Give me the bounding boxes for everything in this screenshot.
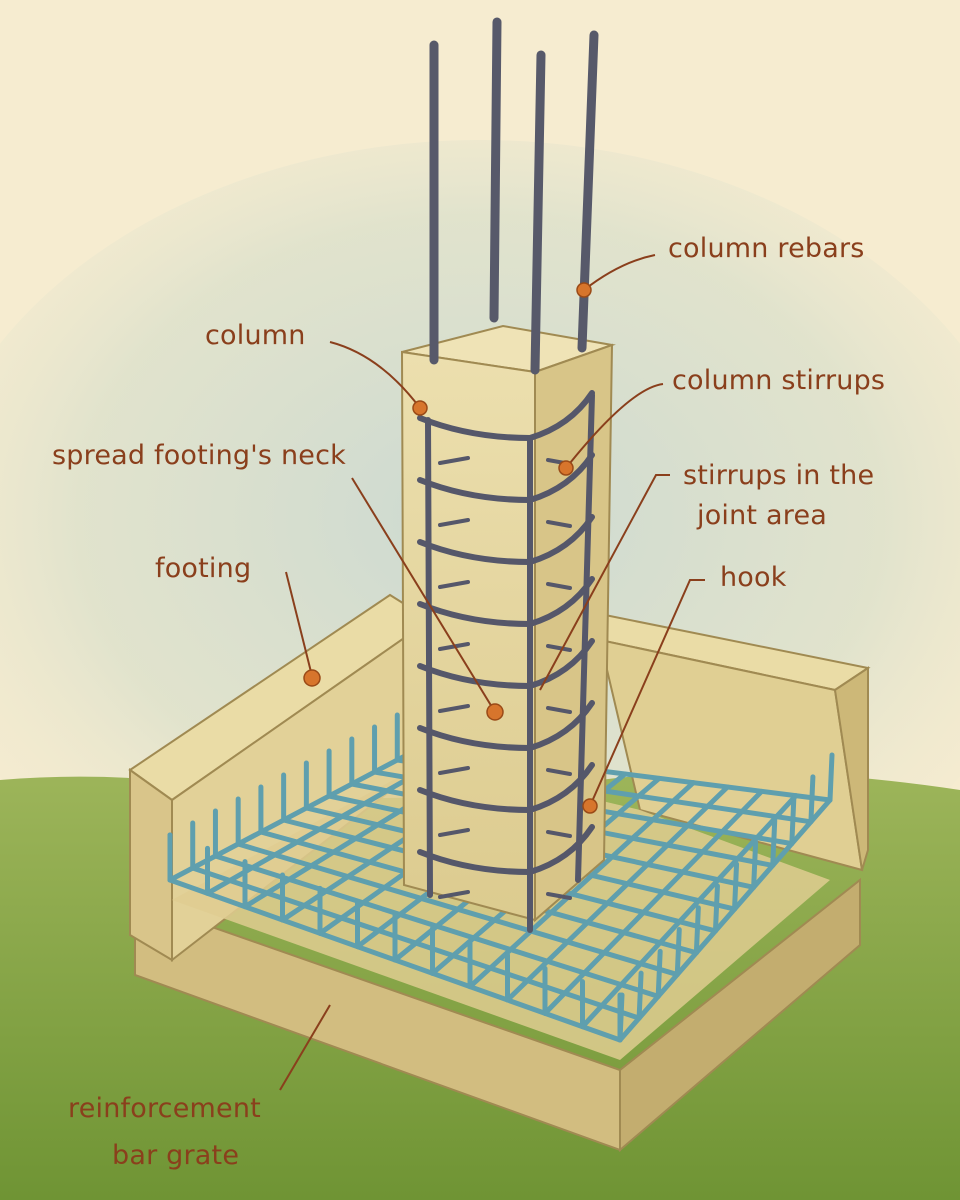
dot-spread-footing-neck (486, 703, 504, 721)
leader-column-rebars (583, 254, 656, 291)
stirrup (417, 700, 595, 752)
footing-left-wall-front (129, 768, 173, 962)
stirrup-hook (546, 644, 572, 652)
label-grate-line2: bar grate (112, 1140, 240, 1171)
grate-hook (732, 861, 740, 912)
column-rebars (429, 17, 599, 375)
leader-grate (279, 1004, 331, 1091)
grate-hook (770, 817, 778, 868)
footing-slab-side (619, 877, 861, 1153)
stirrup (417, 824, 595, 876)
stirrup-hook (438, 766, 470, 775)
grate-hook (789, 796, 797, 847)
dot-column-stirrups (558, 460, 574, 476)
dot-footing (303, 669, 321, 687)
stirrup-hook (438, 828, 470, 837)
leader-stirrups-joint (539, 474, 670, 691)
leader-footing (285, 571, 313, 677)
column-stirrups (417, 390, 595, 933)
cage-vertical (575, 392, 595, 883)
grate-bar (542, 788, 765, 1016)
rebar (530, 50, 546, 375)
grate-bar (167, 745, 423, 883)
stirrup-hook (438, 890, 470, 899)
concrete-column (400, 324, 616, 923)
stirrup (417, 576, 595, 628)
stirrup-hook (546, 582, 572, 590)
grate-hook (655, 948, 663, 999)
grate-bar (505, 784, 730, 1003)
grate-bar (617, 797, 833, 1043)
label-footing: footing (155, 553, 252, 584)
dot-column (412, 400, 428, 416)
grate-hook (617, 992, 625, 1043)
stirrup-hook (438, 580, 470, 589)
stirrup-hook (438, 704, 470, 713)
leader-column-stirrups (565, 383, 664, 469)
stirrup-hook (546, 706, 572, 714)
stirrup-hook (546, 830, 572, 838)
grate-hook (693, 905, 701, 956)
stirrup-hook (438, 456, 470, 465)
label-column-rebars: column rebars (668, 233, 865, 264)
stirrup-hook (546, 892, 572, 900)
grate-hook (751, 839, 759, 890)
label-stirrups-joint-line2: joint area (697, 500, 828, 531)
footing-right-wall-end (833, 666, 869, 871)
stirrup (417, 390, 595, 442)
leader-spread-footing-neck (351, 477, 496, 713)
label-column: column (205, 320, 306, 351)
dot-column-rebars (576, 282, 592, 298)
stirrup (417, 762, 595, 814)
cage-vertical (425, 417, 433, 898)
grate-bar (580, 793, 799, 1030)
leader-lines (279, 254, 705, 1091)
dot-hook (582, 798, 598, 814)
grate-hook (827, 752, 835, 803)
label-stirrups-joint-line1: stirrups in the (683, 460, 875, 491)
rebar (489, 17, 502, 323)
stirrup-hook (546, 768, 572, 776)
label-spread-footing-neck: spread footing's neck (52, 440, 346, 471)
label-grate-line1: reinforcement (68, 1093, 261, 1124)
grate-hook (808, 774, 816, 825)
grate-hook (674, 927, 682, 978)
stirrup-hook (546, 520, 572, 528)
leader-hook (589, 579, 705, 807)
label-column-stirrups: column stirrups (672, 365, 886, 396)
grate-hook (712, 883, 720, 934)
grate-hook (636, 970, 644, 1021)
leader-column (329, 341, 421, 409)
stirrup (417, 514, 595, 566)
stirrup (417, 638, 595, 690)
label-hook: hook (720, 562, 787, 593)
stirrup (417, 452, 595, 504)
stirrup-hook (438, 518, 470, 527)
leader-dots (303, 282, 598, 814)
